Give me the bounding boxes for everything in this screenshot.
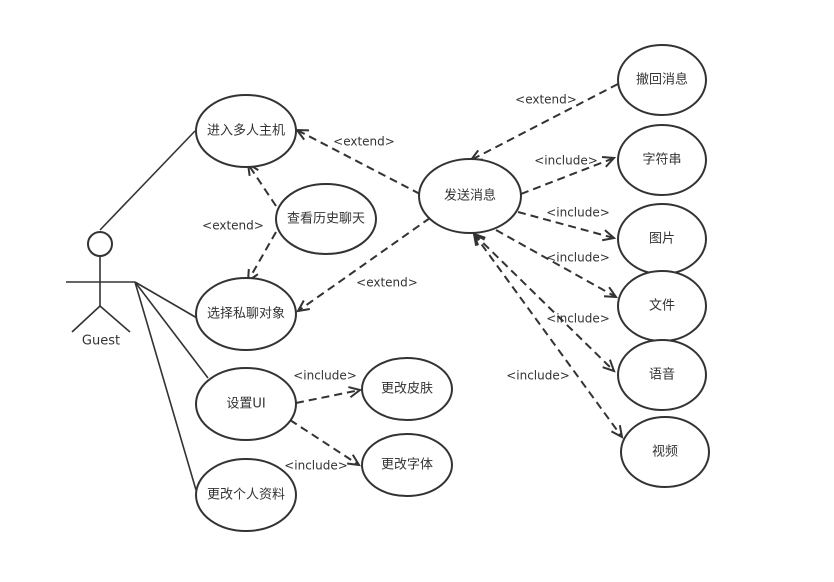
association-edit-profile: [134, 281, 197, 491]
use-case-string[interactable]: 字符串: [617, 124, 707, 196]
stereotype-label: <extend>: [333, 135, 395, 149]
use-case-ellipse: [195, 458, 297, 532]
use-case-ellipse: [418, 158, 522, 234]
actor-label: Guest: [82, 334, 120, 349]
stereotype-label: <include>: [546, 312, 610, 326]
use-case-ellipse: [361, 357, 453, 421]
use-case-change-font[interactable]: 更改字体: [361, 433, 453, 497]
arrowhead-icon: [294, 128, 310, 141]
use-case-view-history[interactable]: 查看历史聊天: [275, 183, 377, 255]
use-case-ellipse: [620, 416, 710, 488]
dashed-line: [473, 233, 615, 372]
dashed-line: [520, 157, 615, 195]
stereotype-label: <include>: [546, 206, 610, 220]
use-case-ellipse: [617, 339, 707, 411]
arrowhead-icon: [296, 300, 311, 313]
use-case-ellipse: [361, 433, 453, 497]
relation-video-include[interactable]: <include>: [472, 232, 624, 439]
use-case-select-private[interactable]: 选择私聊对象: [195, 277, 297, 351]
dashed-line: [247, 163, 277, 207]
stereotype-label: <include>: [546, 251, 610, 265]
actor-head: [87, 231, 113, 257]
use-case-label: 更改个人资料: [207, 488, 285, 503]
use-case-label: 选择私聊对象: [207, 307, 285, 322]
stereotype-label: <extend>: [356, 276, 418, 290]
associations: [99, 130, 209, 491]
relationships: <extend> <extend> <extend> <extend> <include…: [202, 83, 624, 473]
use-case-ellipse: [617, 124, 707, 196]
arrowhead-icon: [602, 359, 616, 373]
dashed-line: [296, 129, 421, 195]
use-case-label: 语音: [649, 367, 675, 383]
arrowhead-icon: [610, 425, 624, 439]
relation-send-select-extend[interactable]: <extend>: [296, 217, 431, 313]
use-case-ellipse: [617, 44, 707, 116]
use-case-voice[interactable]: 语音: [617, 339, 707, 411]
use-case-edit-profile[interactable]: 更改个人资料: [195, 458, 297, 532]
dashed-line: [495, 229, 617, 298]
dashed-line: [473, 233, 623, 438]
use-case-ellipse: [195, 277, 297, 351]
stereotype-label: <include>: [506, 369, 570, 383]
dashed-line: [247, 231, 277, 282]
use-case-recall-message[interactable]: 撤回消息: [617, 44, 707, 116]
actor-leg-right: [99, 305, 131, 333]
use-case-label: 查看历史聊天: [287, 211, 365, 227]
use-case-label: 文件: [649, 299, 675, 314]
relation-font-include[interactable]: <include>: [284, 419, 361, 473]
relation-history-extend[interactable]: [246, 231, 277, 283]
use-case-label: 更改字体: [381, 458, 433, 473]
use-case-image[interactable]: 图片: [617, 203, 707, 275]
relation-image-include[interactable]: <include>: [517, 206, 617, 242]
arrowhead-icon: [472, 232, 486, 246]
stereotype-label: <include>: [293, 369, 357, 383]
use-case-video[interactable]: 视频: [620, 416, 710, 488]
relation-skin-include[interactable]: <include>: [293, 369, 363, 404]
use-case-label: 图片: [649, 232, 675, 247]
use-case-change-skin[interactable]: 更改皮肤: [361, 357, 453, 421]
relation-recall-extend[interactable]: <extend>: [468, 83, 619, 162]
use-case-file[interactable]: 文件: [617, 270, 707, 342]
relation-history-extend[interactable]: <extend>: [202, 162, 277, 233]
use-case-send-message[interactable]: 发送消息: [418, 158, 522, 234]
dashed-line: [517, 211, 615, 239]
use-case-join-host[interactable]: 进入多人主机: [195, 94, 297, 168]
stereotype-label: <extend>: [515, 93, 577, 107]
dashed-line: [297, 217, 431, 312]
arrowhead-icon: [348, 386, 363, 399]
relation-string-include[interactable]: <include>: [520, 154, 617, 195]
dashed-line: [470, 83, 619, 161]
arrowhead-icon: [602, 229, 617, 242]
use-case-ellipse: [195, 94, 297, 168]
use-case-label: 更改皮肤: [381, 382, 433, 397]
association-select-private: [134, 281, 198, 319]
arrowhead-icon: [601, 156, 617, 168]
use-case-label: 设置UI: [226, 397, 265, 412]
relation-file-include[interactable]: <include>: [495, 229, 619, 299]
use-case-ellipse: [275, 183, 377, 255]
arrowhead-icon: [346, 454, 361, 467]
association-settings-ui: [134, 281, 209, 379]
use-case-label: 撤回消息: [636, 72, 688, 88]
use-case-ellipse: [195, 367, 297, 441]
use-case-label: 发送消息: [444, 188, 496, 204]
actor-leg-left: [71, 305, 101, 333]
stereotype-label: <include>: [534, 154, 598, 168]
use-case-label: 字符串: [642, 152, 681, 168]
dashed-line: [289, 419, 360, 466]
use-case-settings-ui[interactable]: 设置UI: [195, 367, 297, 441]
association-join-host: [99, 130, 196, 231]
actor-guest[interactable]: Guest: [66, 231, 135, 349]
use-case-label: 进入多人主机: [207, 123, 285, 139]
relation-send-join-extend[interactable]: <extend>: [294, 128, 421, 195]
stereotype-label: <include>: [284, 459, 348, 473]
use-case-label: 视频: [652, 445, 678, 460]
arrowhead-icon: [603, 286, 619, 299]
dashed-line: [295, 389, 361, 404]
relation-voice-include[interactable]: <include>: [472, 232, 616, 373]
stereotype-label: <extend>: [202, 219, 264, 233]
